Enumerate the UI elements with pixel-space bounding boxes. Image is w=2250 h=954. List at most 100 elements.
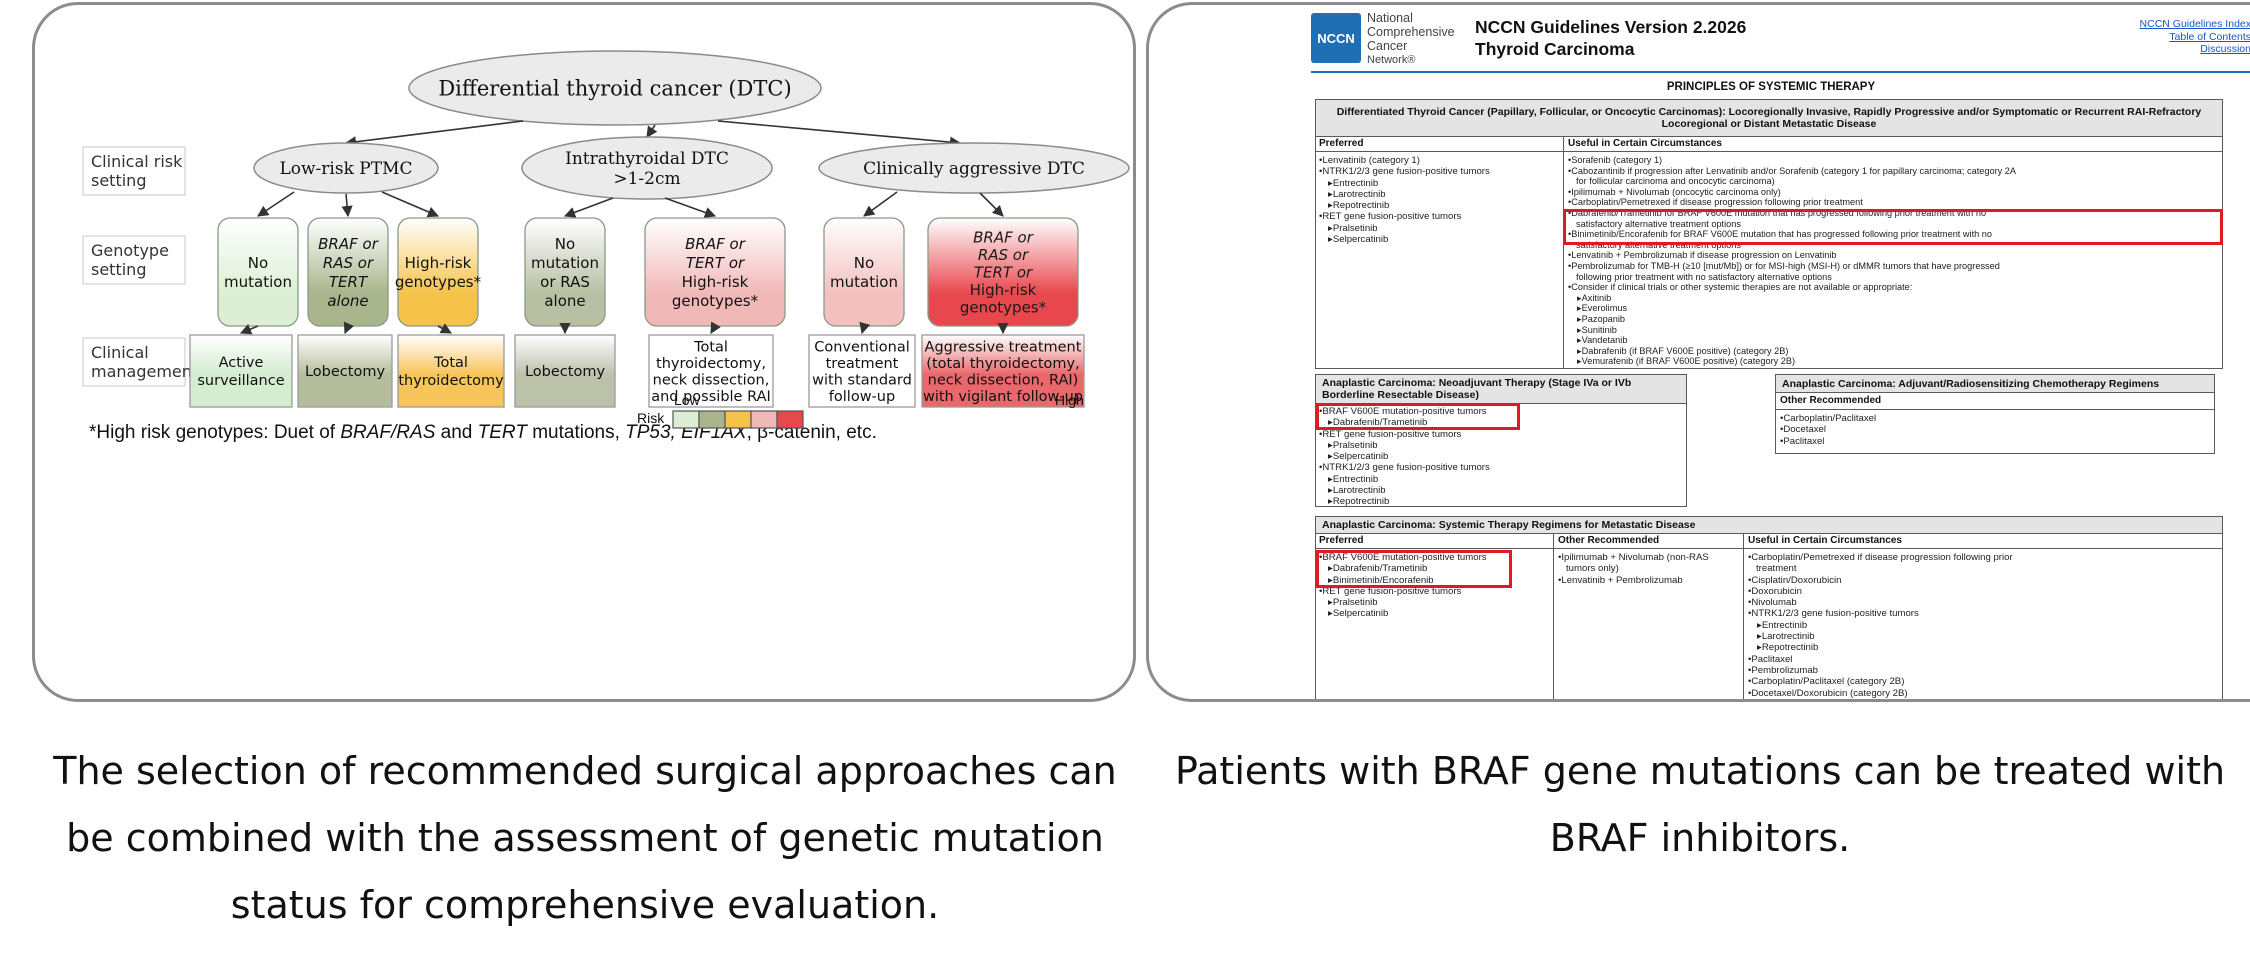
therapy-item: Lenvatinib + Pembrolizumab	[1558, 575, 1709, 586]
label-line: High-risk	[682, 273, 749, 291]
dtc-table-divider	[1563, 136, 1564, 369]
therapy-item: Selpercatinib	[1319, 451, 1490, 462]
org-line: Network®	[1367, 54, 1416, 66]
label-line: mutation	[830, 273, 898, 291]
therapy-item: Binimetinib/Encorafenib for BRAF V600E m…	[1568, 229, 2016, 240]
management-label: Lobectomy	[305, 364, 385, 380]
label-line: Genotype	[91, 241, 169, 260]
therapy-item: RET gene fusion-positive tumors	[1319, 586, 1487, 597]
label-line: surveillance	[197, 373, 284, 389]
legend-risk: Risk	[637, 410, 665, 426]
org-line: Comprehensive	[1367, 25, 1455, 39]
risk-group-node	[818, 142, 1130, 194]
org-line: Cancer	[1367, 39, 1408, 53]
label-line: Clinical	[91, 343, 149, 362]
met-subhead-rule	[1315, 548, 2223, 549]
met-table-header: Anaplastic Carcinoma: Systemic Therapy R…	[1315, 516, 2223, 534]
label-line: mutation	[531, 254, 599, 272]
therapy-item: RET gene fusion-positive tumors	[1319, 429, 1490, 440]
legend-high: High	[1055, 392, 1084, 408]
therapy-item: treatment	[1756, 563, 1797, 575]
risk-group-label: Intrathyroidal DTC>1-2cm	[565, 149, 729, 189]
guideline-subtitle: Thyroid Carcinoma	[1475, 39, 1635, 59]
management-box	[397, 334, 505, 408]
link-guidelines-index[interactable]: NCCN Guidelines Index	[2139, 18, 2250, 30]
therapy-item: Nivolumab	[1748, 597, 2013, 608]
link-discussion[interactable]: Discussion	[2200, 43, 2250, 55]
management-box	[514, 334, 616, 408]
therapy-item: Dabrafenib/Trametinib	[1319, 563, 1487, 574]
label-line: (total thyroidectomy,	[926, 356, 1079, 372]
met-divider-1	[1553, 533, 1554, 699]
link-table-of-contents[interactable]: Table of Contents	[2169, 30, 2250, 43]
risk-group-label: Low-risk PTMC	[279, 159, 412, 179]
therapy-item: Docetaxel	[1780, 424, 1876, 435]
therapy-item: Carboplatin/Pemetrexed if disease progre…	[1568, 197, 2016, 208]
legend-swatch	[698, 410, 726, 429]
label-line: management	[91, 362, 198, 381]
guideline-links: NCCN Guidelines Index Table of Contents …	[2140, 18, 2250, 56]
risk-group-node	[521, 136, 773, 200]
management-box	[189, 334, 293, 408]
adj-table-header: Anaplastic Carcinoma: Adjuvant/Radiosens…	[1775, 374, 2215, 393]
therapy-item: Everolimus	[1568, 303, 2016, 314]
therapy-item: satisfactory alternative treatment optio…	[1576, 218, 1741, 229]
therapy-item: Ipilimumab + Nivolumab (non-RAS	[1558, 552, 1708, 563]
therapy-item: Pralsetinib	[1319, 223, 1490, 234]
therapy-item: following prior treatment with no satisf…	[1576, 271, 1832, 282]
therapy-item: Entrectinib	[1748, 620, 2013, 631]
connector-arrow	[239, 323, 259, 335]
label-line: and possible RAI	[651, 389, 771, 405]
label-line: neck dissection, RAI)	[928, 372, 1079, 388]
label-line: follow-up	[829, 389, 895, 405]
connector-arrow	[859, 321, 871, 335]
therapy-item: for follicular carcinoma and oncocytic c…	[1576, 176, 1775, 187]
therapy-item: Consider if clinical trials or other sys…	[1568, 282, 2016, 293]
label-line: Total	[693, 339, 728, 355]
col-met-useful: Useful in Certain Circumstances	[1748, 535, 1902, 546]
connector-arrow	[437, 323, 452, 334]
therapy-item: Lenvatinib (category 1)	[1319, 155, 1490, 166]
section-title: PRINCIPLES OF SYSTEMIC THERAPY	[1666, 81, 1876, 93]
risk-group-label: Clinically aggressive DTC	[863, 159, 1085, 179]
col-useful: Useful in Certain Circumstances	[1568, 138, 1722, 149]
therapy-item: Sunitinib	[1568, 325, 2016, 336]
therapy-item: Dabrafenib/Trametinib	[1319, 417, 1490, 428]
therapy-item: Selpercatinib	[1319, 608, 1487, 619]
col-met-preferred: Preferred	[1319, 535, 1364, 546]
connector-arrow	[664, 197, 717, 218]
met-divider-2	[1743, 533, 1744, 699]
dtc-table-subhead-rule	[1315, 151, 2223, 152]
label-line: Clinically aggressive DTC	[863, 159, 1085, 179]
org-name: National Comprehensive Cancer Network®	[1367, 11, 1455, 67]
row-label-box	[82, 146, 186, 196]
neo-list: BRAF V600E mutation-positive tumorsDabra…	[1319, 406, 1490, 508]
label-line: TERT or	[686, 254, 745, 272]
dtc-preferred-list: Lenvatinib (category 1)NTRK1/2/3 gene fu…	[1319, 155, 1490, 245]
met-preferred-list: BRAF V600E mutation-positive tumorsDabra…	[1319, 552, 1487, 620]
label-line: Total	[433, 355, 468, 371]
adj-subhead-rule	[1775, 409, 2215, 410]
therapy-item: Vemurafenib (if BRAF V600E positive) (ca…	[1568, 356, 2016, 367]
therapy-item: Repotrectinib	[1748, 642, 2013, 653]
therapy-item: Dabrafenib (if BRAF V600E positive) (cat…	[1568, 346, 2016, 357]
label-line: setting	[91, 171, 146, 190]
met-useful-list: Carboplatin/Pemetrexed if disease progre…	[1748, 552, 2013, 699]
management-box	[297, 334, 393, 408]
therapy-item: Dabrafenib/Trametinib for BRAF V600E mut…	[1568, 208, 2016, 219]
therapy-item: Paclitaxel	[1748, 654, 2013, 665]
therapy-item: BRAF V600E mutation-positive tumors	[1319, 406, 1490, 417]
label-line: No	[248, 254, 268, 272]
row-label-box	[82, 235, 186, 285]
therapy-item: Sorafenib (category 1)	[1568, 155, 2016, 166]
therapy-item: Pazopanib	[1568, 314, 2016, 325]
risk-group-node	[253, 142, 439, 194]
therapy-item: Entrectinib	[1319, 474, 1490, 485]
